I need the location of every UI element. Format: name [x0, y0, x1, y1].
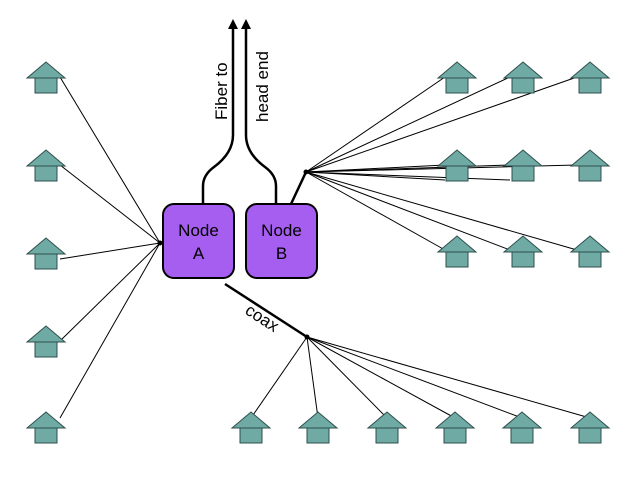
drop-line — [306, 336, 319, 419]
house-icon — [436, 61, 478, 94]
drop-line — [250, 336, 308, 419]
house-icon — [569, 235, 611, 268]
house-icon — [502, 61, 544, 94]
house-body — [239, 427, 263, 444]
node-a-box — [162, 203, 235, 279]
drop-line — [305, 171, 446, 251]
node-b-label-line2: B — [276, 244, 287, 263]
house-body — [34, 341, 58, 358]
tap-point-coax — [304, 334, 310, 340]
house-icon — [434, 411, 476, 444]
house-body — [445, 77, 469, 94]
house-icon — [569, 61, 611, 94]
house-roof — [569, 149, 611, 167]
house-body — [34, 165, 58, 182]
node-b-box — [245, 203, 318, 279]
house-icon — [502, 235, 544, 268]
house-roof — [25, 149, 67, 167]
house-icon — [230, 411, 272, 444]
house-body — [34, 427, 58, 444]
house-icon — [436, 149, 478, 182]
house-icon — [569, 149, 611, 182]
drop-line — [59, 242, 161, 342]
drop-line — [306, 336, 591, 419]
house-body — [510, 427, 534, 444]
house-body — [375, 427, 399, 444]
fiber-lines — [201, 19, 278, 204]
house-body — [34, 253, 58, 270]
house-body — [306, 427, 330, 444]
drop-line — [305, 171, 578, 251]
house-body — [34, 77, 58, 94]
house-roof — [25, 237, 67, 255]
subscriber-houses — [25, 61, 611, 444]
fiber-line-b — [241, 19, 278, 204]
coax-trunk-line — [224, 282, 308, 339]
house-body — [511, 251, 535, 268]
fiber-label-line1: Fiber to — [212, 62, 231, 120]
tap-point-a — [157, 240, 163, 246]
house-roof — [25, 325, 67, 343]
house-body — [578, 427, 602, 444]
house-roof — [297, 411, 339, 429]
node-b: Node B — [245, 203, 318, 279]
house-icon — [436, 235, 478, 268]
house-roof — [502, 61, 544, 79]
house-roof — [501, 411, 543, 429]
drop-line — [59, 242, 161, 419]
drop-line — [306, 336, 388, 419]
house-icon — [366, 411, 408, 444]
house-icon — [25, 61, 67, 94]
house-roof — [569, 235, 611, 253]
fiber-label-line2: head end — [253, 51, 272, 122]
house-body — [445, 165, 469, 182]
node-a-label-line2: A — [193, 244, 205, 263]
node-b-feeder-line — [289, 171, 308, 205]
house-body — [578, 165, 602, 182]
house-body — [443, 427, 467, 444]
house-icon — [25, 411, 67, 444]
house-roof — [502, 149, 544, 167]
house-body — [578, 77, 602, 94]
drop-line — [305, 76, 578, 173]
coax-drop-lines — [59, 76, 591, 419]
house-roof — [436, 149, 478, 167]
drop-line — [305, 76, 446, 173]
coax-label: coax — [242, 300, 283, 336]
house-roof — [366, 411, 408, 429]
house-icon — [25, 237, 67, 270]
house-roof — [569, 61, 611, 79]
drop-line — [305, 171, 511, 181]
drop-line — [59, 76, 161, 244]
drop-line — [306, 336, 456, 419]
house-icon — [502, 149, 544, 182]
drop-line — [305, 76, 511, 173]
drop-line — [59, 164, 161, 244]
tap-point-b — [303, 169, 309, 175]
node-a: Node A — [162, 203, 235, 279]
house-icon — [25, 149, 67, 182]
drop-line — [305, 171, 511, 251]
house-body — [445, 251, 469, 268]
house-roof — [436, 61, 478, 79]
house-icon — [25, 325, 67, 358]
house-icon — [501, 411, 543, 444]
node-b-label-line1: Node — [261, 221, 302, 240]
fiber-line-a — [201, 19, 238, 204]
house-roof — [230, 411, 272, 429]
house-body — [511, 77, 535, 94]
node-a-label-line1: Node — [178, 221, 219, 240]
drop-line — [59, 242, 161, 260]
house-icon — [297, 411, 339, 444]
house-roof — [434, 411, 476, 429]
house-body — [578, 251, 602, 268]
house-roof — [25, 411, 67, 429]
house-icon — [569, 411, 611, 444]
house-body — [511, 165, 535, 182]
drop-line — [306, 336, 523, 419]
house-roof — [25, 61, 67, 79]
house-roof — [436, 235, 478, 253]
